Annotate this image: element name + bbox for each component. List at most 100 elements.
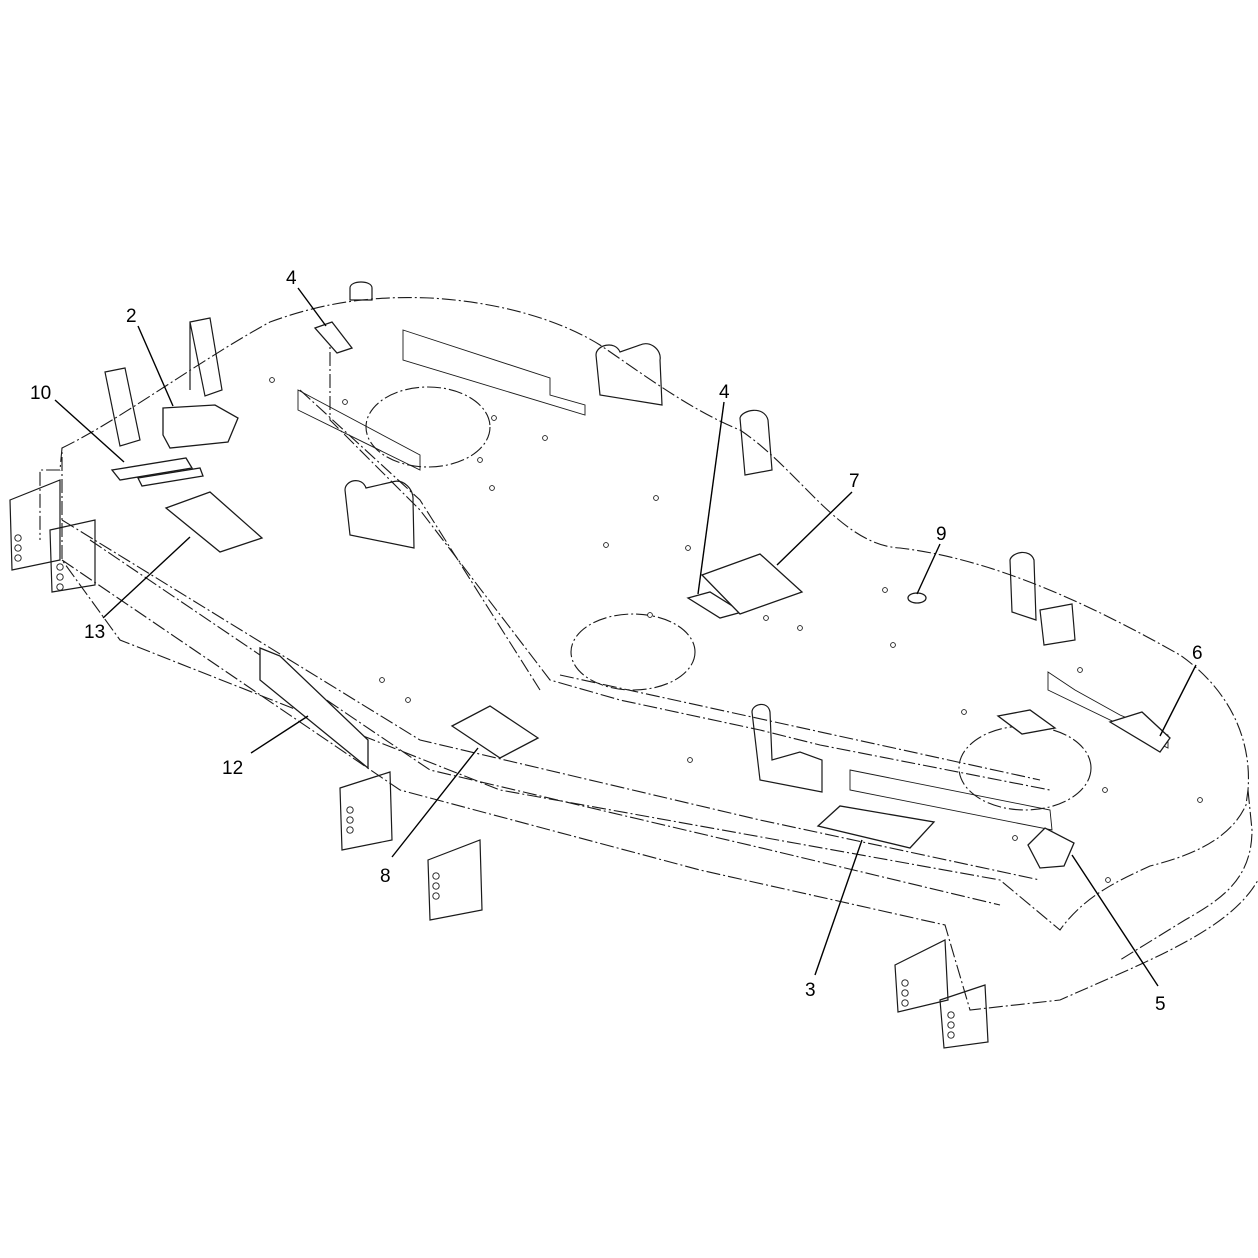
deck-top-center-line <box>559 674 1041 781</box>
mount-brackets <box>9 281 1076 1049</box>
leader-8 <box>391 747 479 858</box>
decal-8 <box>450 705 540 759</box>
hole <box>901 999 909 1007</box>
baffle-front <box>849 769 1053 831</box>
decal-7 <box>700 553 804 615</box>
hole <box>477 457 483 463</box>
hole <box>432 872 440 880</box>
leader-2 <box>137 325 174 407</box>
hole <box>1077 667 1083 673</box>
spindle-pulley-top <box>349 281 373 301</box>
bracket-skid-front <box>427 839 483 921</box>
hole <box>346 806 354 814</box>
blade-openings <box>365 386 1092 811</box>
callout-8: 8 <box>380 866 391 887</box>
leader-9 <box>916 543 941 595</box>
hole <box>346 816 354 824</box>
deck-holes <box>269 377 1203 883</box>
hole <box>14 544 22 552</box>
leader-7 <box>776 491 853 566</box>
leader-5 <box>1071 854 1159 987</box>
leader-13 <box>102 536 191 619</box>
decal-12 <box>259 647 369 770</box>
deck-skirt-bottom <box>61 559 1258 1011</box>
hole <box>882 587 888 593</box>
decal-13 <box>164 491 264 553</box>
hole <box>797 625 803 631</box>
leader-4-top <box>297 287 327 327</box>
leader-3 <box>814 839 863 976</box>
hole <box>56 563 64 571</box>
hole <box>901 989 909 997</box>
hole <box>947 1021 955 1029</box>
hole <box>489 485 495 491</box>
bracket-top-center <box>595 343 663 406</box>
hole <box>603 542 609 548</box>
callout-9: 9 <box>936 524 947 545</box>
hole <box>432 892 440 900</box>
decal-5 <box>1027 827 1075 869</box>
baffle-left <box>297 389 421 471</box>
hole <box>763 615 769 621</box>
bracket-skid-right <box>894 939 949 1013</box>
hole <box>405 697 411 703</box>
hole <box>379 677 385 683</box>
bracket-skid-left-2 <box>49 519 96 593</box>
decal-3 <box>816 805 936 849</box>
hole <box>961 709 967 715</box>
leader-6 <box>1159 664 1197 737</box>
hole <box>491 415 497 421</box>
callout-5: 5 <box>1155 994 1166 1015</box>
hole <box>685 545 691 551</box>
callout-10: 10 <box>30 383 51 404</box>
hole <box>346 826 354 834</box>
decal-10-outer <box>110 457 194 481</box>
bracket-skid-left <box>9 479 61 571</box>
bracket-front-center <box>751 703 823 793</box>
decal-4-top <box>313 321 354 354</box>
decal-6 <box>1108 711 1171 753</box>
hole <box>890 642 896 648</box>
leader-lines <box>54 287 1197 987</box>
hole <box>342 399 348 405</box>
blade-opening-center <box>570 613 696 691</box>
bracket-skid-right-2 <box>939 984 989 1049</box>
deck-skirt-mid <box>61 519 1041 881</box>
callout-12: 12 <box>222 758 243 779</box>
blade-opening-left <box>365 386 491 468</box>
bracket-left-arm <box>104 367 141 447</box>
decals <box>110 321 1171 869</box>
hole <box>947 1011 955 1019</box>
hole <box>542 435 548 441</box>
callout-13: 13 <box>84 622 105 643</box>
hole <box>947 1031 955 1039</box>
leader-10 <box>54 399 125 463</box>
hole <box>901 979 909 987</box>
baffles <box>297 329 1169 831</box>
leader-4-right <box>697 401 725 595</box>
blade-opening-right <box>958 725 1092 811</box>
callout-4-right: 4 <box>719 382 730 403</box>
baffle-right <box>1047 671 1169 749</box>
hole <box>432 882 440 890</box>
hole <box>653 495 659 501</box>
callout-4-top: 4 <box>286 268 297 289</box>
decal-10-inner <box>137 467 204 487</box>
hole <box>1102 787 1108 793</box>
hole <box>14 534 22 542</box>
deck-skirt-lower <box>89 539 1001 906</box>
bracket-right-end <box>1009 551 1076 646</box>
callout-2: 2 <box>126 306 137 327</box>
bracket-right-rear <box>739 409 773 476</box>
callout-3: 3 <box>805 980 816 1001</box>
deck-left-side <box>39 447 63 540</box>
bracket-rear-left <box>189 317 223 397</box>
callout-7: 7 <box>849 471 860 492</box>
callout-6: 6 <box>1192 643 1203 664</box>
hole <box>687 757 693 763</box>
baffle-top <box>402 329 586 416</box>
hole <box>1197 797 1203 803</box>
callout-labels: 2 3 4 4 5 6 7 8 9 10 12 13 <box>30 268 1203 1015</box>
deck-inner-ridge <box>329 330 1051 791</box>
